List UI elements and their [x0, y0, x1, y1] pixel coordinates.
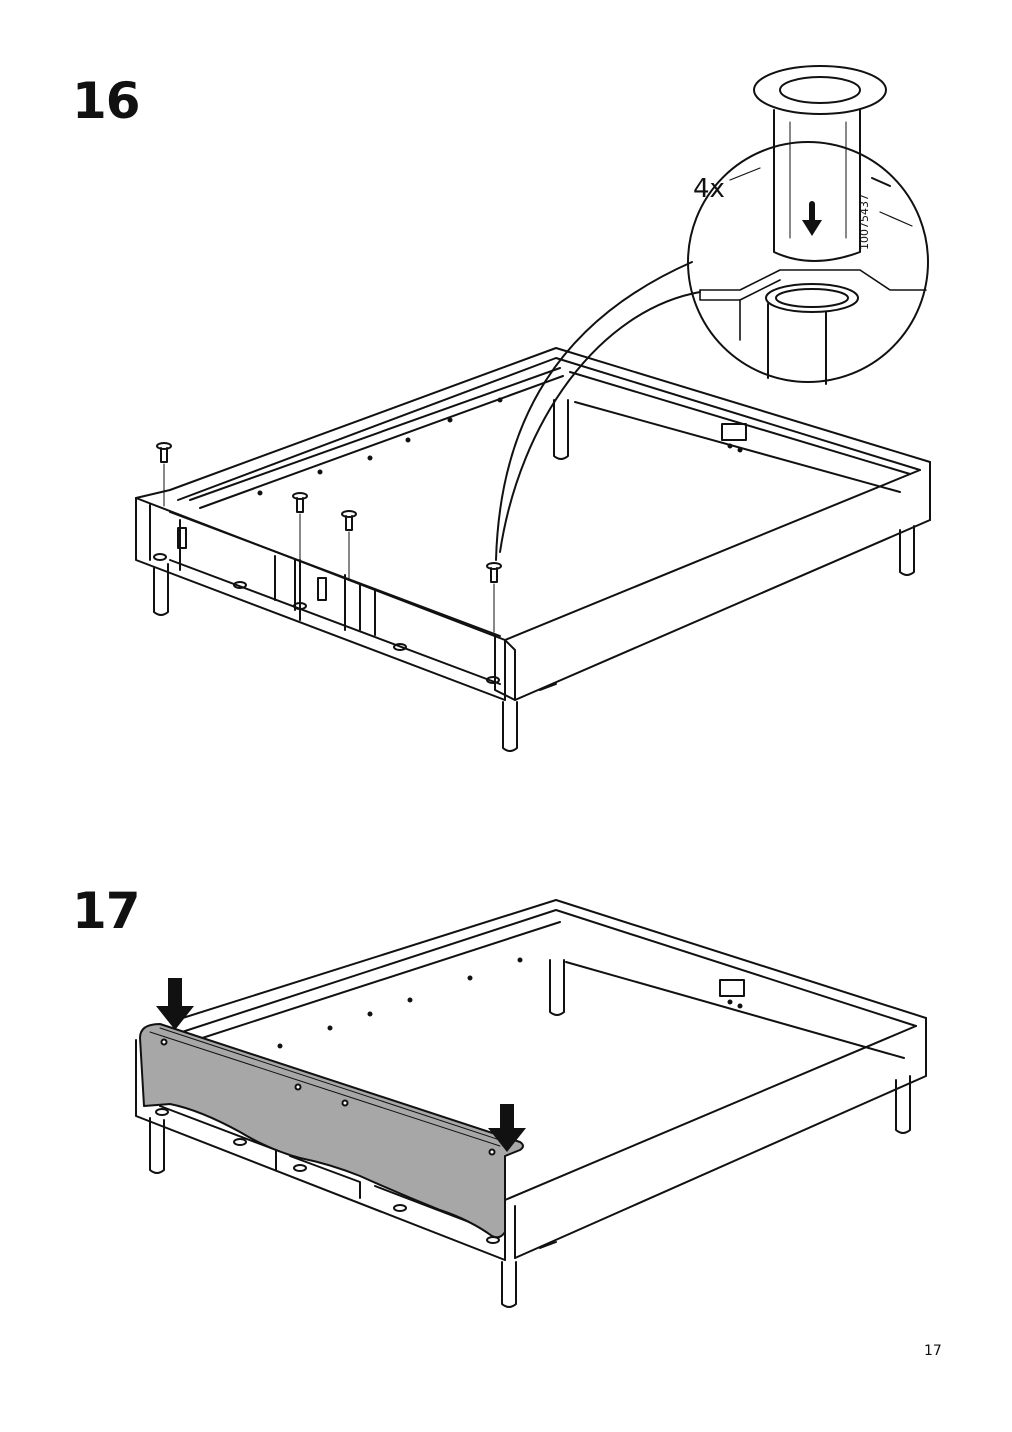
page-number: 17: [924, 1343, 942, 1359]
callout-connector: [496, 262, 692, 560]
bed-frame: [136, 900, 926, 1260]
bed-legs: [150, 960, 910, 1307]
step-16-illustration: [0, 0, 1012, 800]
detail-callout: [688, 66, 928, 384]
dowels: [157, 443, 501, 632]
part-number-label: 10075437: [858, 194, 871, 250]
step-17-illustration: [0, 880, 1012, 1320]
cover-panel: [140, 1024, 523, 1237]
bed-frame: [136, 348, 930, 700]
quantity-label: 4x: [693, 174, 725, 204]
step-16-number: 16: [72, 72, 141, 130]
bed-legs: [154, 400, 914, 751]
press-arrows: [156, 978, 526, 1152]
step-17-number: 17: [72, 882, 141, 940]
